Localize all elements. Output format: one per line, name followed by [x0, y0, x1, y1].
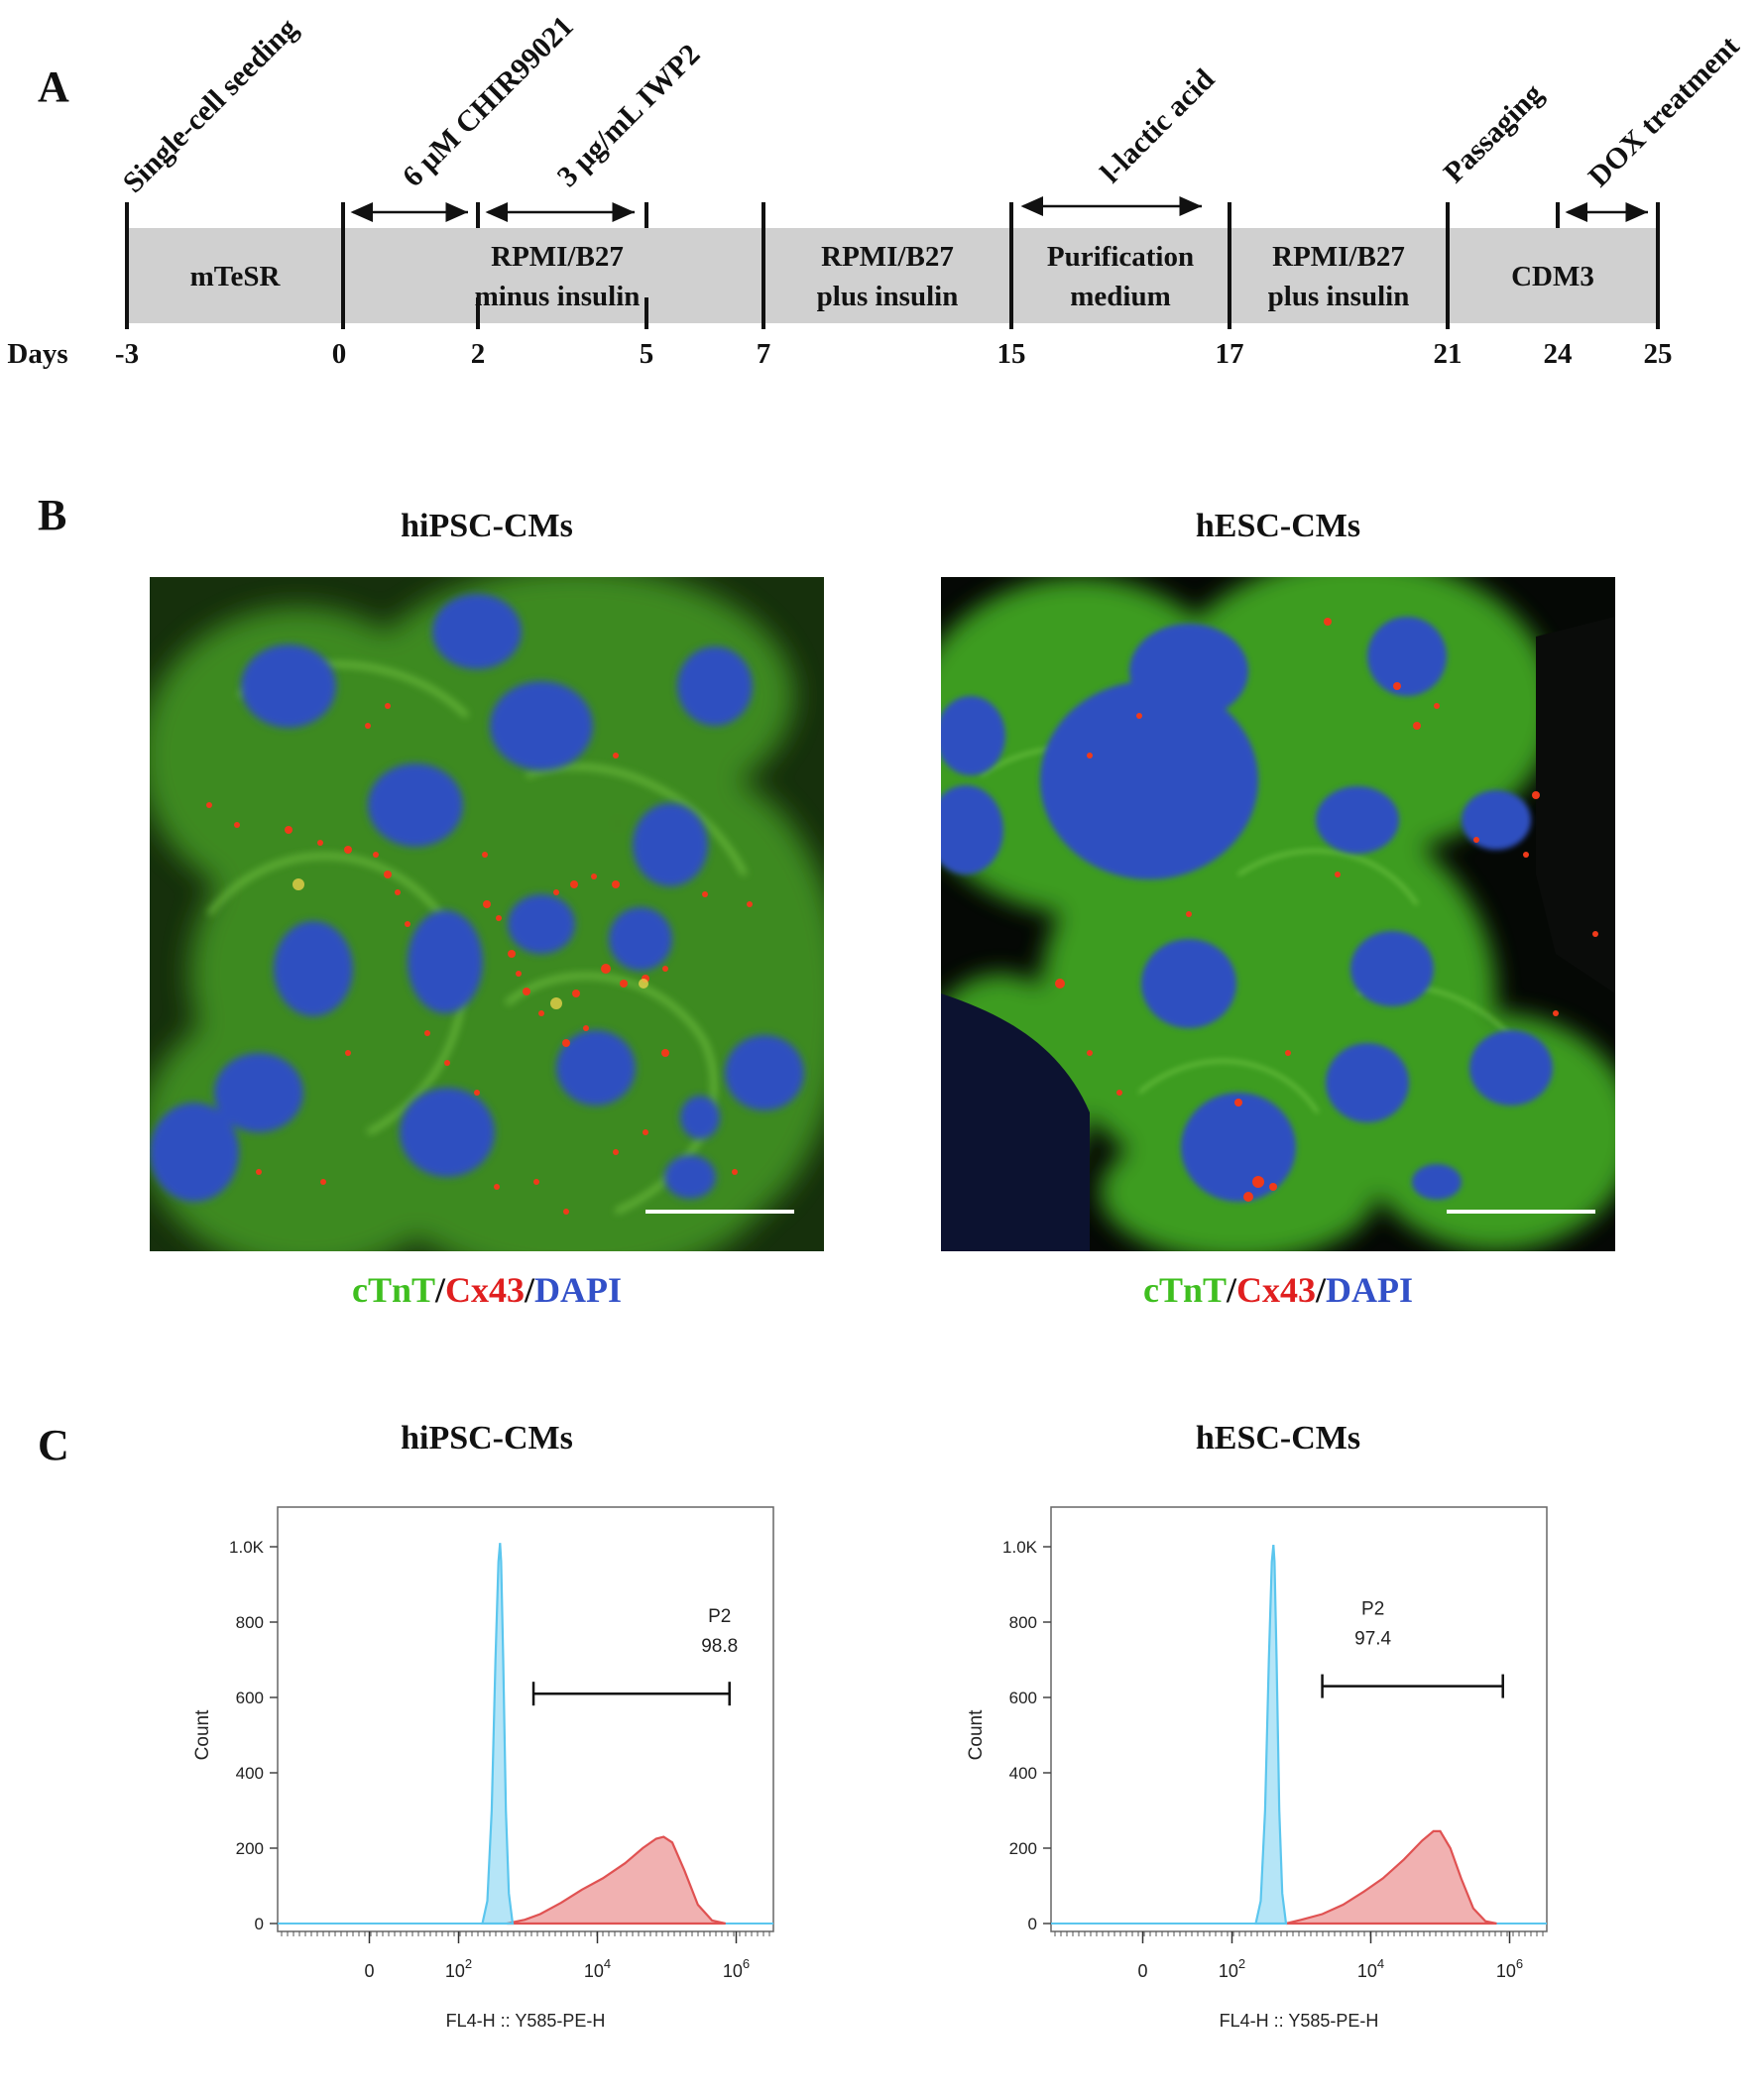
flow-title-hipsc: hiPSC-CMs [401, 1420, 573, 1457]
stage-bar-plus-insulin-1 [763, 228, 1011, 323]
legend-separator: / [1227, 1270, 1237, 1310]
y-tick-label: 0 [1028, 1915, 1037, 1933]
y-tick-label: 600 [1009, 1689, 1037, 1707]
legend-separator: / [525, 1270, 535, 1310]
panel-a-letter: A [38, 62, 69, 111]
gate-percent: 98.8 [701, 1636, 738, 1657]
y-tick-label: 600 [236, 1689, 264, 1707]
y-tick-label: 400 [1009, 1764, 1037, 1783]
day-tick-label: 7 [757, 338, 771, 370]
stage-bar-cdm3 [1448, 228, 1658, 323]
histogram-unstained [1254, 1544, 1288, 1925]
legend-ctnt: cTnT [351, 1270, 435, 1310]
gate-name: P2 [708, 1606, 731, 1627]
y-tick-label: 200 [236, 1839, 264, 1858]
y-tick-label: 400 [236, 1764, 264, 1783]
x-tick-label: 104 [1357, 1956, 1384, 1981]
label-chir99021: 6 μM CHIR99021 [397, 10, 580, 193]
x-tick-label: 106 [723, 1956, 750, 1981]
stage-bar-minus-insulin [343, 228, 763, 323]
legend-cx43: Cx43 [445, 1270, 526, 1310]
stage-bar-plus-insulin-2 [1230, 228, 1448, 323]
histogram-ctnt-positive [507, 1835, 726, 1925]
plot-frame [1050, 1506, 1548, 1932]
label-iwp2: 3 μg/mL IWP2 [551, 38, 707, 193]
panel-b-letter: B [38, 491, 67, 539]
day-tick-label: 2 [471, 338, 486, 370]
x-tick-label: 0 [364, 1961, 374, 1981]
x-tick-label: 106 [1496, 1956, 1523, 1981]
y-tick-label: 1.0K [1002, 1538, 1038, 1557]
micrograph-hipsc [150, 577, 824, 1251]
histogram-ctnt-positive [1285, 1829, 1497, 1925]
stain-legend-hipsc: cTnT/Cx43/DAPI [150, 1269, 824, 1311]
stage-bar-mtesr [127, 228, 343, 323]
panel-c-letter: C [38, 1421, 69, 1469]
legend-separator: / [1316, 1270, 1327, 1310]
stage-bar-purification [1011, 228, 1230, 323]
y-tick-label: 1.0K [229, 1538, 265, 1557]
x-tick-label: 102 [445, 1956, 472, 1981]
days-label: Days [7, 338, 67, 370]
stain-legend-hesc: cTnT/Cx43/DAPI [941, 1269, 1615, 1311]
y-tick-label: 800 [236, 1613, 264, 1632]
label-dox-treatment: DOX treatment [1582, 30, 1746, 193]
histogram-unstained [481, 1543, 515, 1925]
stage-label-plus-insulin-b1: RPMI/B27 [1272, 241, 1405, 273]
micrograph-hesc [941, 577, 1615, 1251]
label-passaging: Passaging [1438, 77, 1550, 189]
day-tick-label: 17 [1216, 338, 1244, 370]
label-lactic-acid: l-lactic acid [1095, 62, 1222, 189]
y-axis-label: Count [192, 1709, 213, 1760]
stage-label-plus-insulin-a1: RPMI/B27 [821, 241, 954, 273]
gate-percent: 97.4 [1354, 1629, 1391, 1650]
legend-ctnt: cTnT [1142, 1270, 1227, 1310]
stage-label-purification-1: Purification [1047, 241, 1194, 273]
x-tick-label: 104 [584, 1956, 611, 1981]
stage-label-plus-insulin-b2: plus insulin [1268, 281, 1410, 312]
stage-label-minus-insulin-1: RPMI/B27 [491, 241, 624, 273]
legend-dapi: DAPI [534, 1270, 623, 1310]
protocol-timeline: Single-cell seeding 6 μM CHIR99021 3 μg/… [7, 10, 1746, 370]
plot-frame [277, 1506, 774, 1932]
x-tick-label: 0 [1137, 1961, 1147, 1981]
y-axis-label: Count [966, 1709, 987, 1760]
day-tick-label: -3 [115, 338, 139, 370]
stage-label-purification-2: medium [1070, 281, 1171, 312]
day-tick-label: 25 [1644, 338, 1673, 370]
day-tick-label: 5 [640, 338, 654, 370]
y-tick-label: 200 [1009, 1839, 1037, 1858]
y-tick-label: 0 [255, 1915, 264, 1933]
legend-cx43: Cx43 [1236, 1270, 1317, 1310]
x-tick-label: 102 [1219, 1956, 1245, 1981]
day-tick-label: 0 [332, 338, 347, 370]
legend-separator: / [435, 1270, 446, 1310]
x-axis-label: FL4-H :: Y585-PE-H [446, 2011, 606, 2031]
day-tick-label: 15 [997, 338, 1026, 370]
x-axis-label: FL4-H :: Y585-PE-H [1220, 2011, 1379, 2031]
legend-dapi: DAPI [1326, 1270, 1414, 1310]
day-tick-label: 21 [1434, 338, 1463, 370]
label-single-cell-seeding: Single-cell seeding [117, 12, 304, 199]
stage-label-plus-insulin-a2: plus insulin [817, 281, 959, 312]
stage-label-cdm3: CDM3 [1511, 261, 1594, 292]
y-tick-label: 800 [1009, 1613, 1037, 1632]
stage-label-mtesr: mTeSR [190, 261, 282, 292]
gate-name: P2 [1361, 1599, 1384, 1620]
image-title-hesc: hESC-CMs [1195, 508, 1361, 544]
stage-label-minus-insulin-2: minus insulin [475, 281, 641, 312]
day-tick-label: 24 [1544, 338, 1573, 370]
flow-title-hesc: hESC-CMs [1195, 1420, 1361, 1457]
image-title-hipsc: hiPSC-CMs [401, 508, 573, 544]
